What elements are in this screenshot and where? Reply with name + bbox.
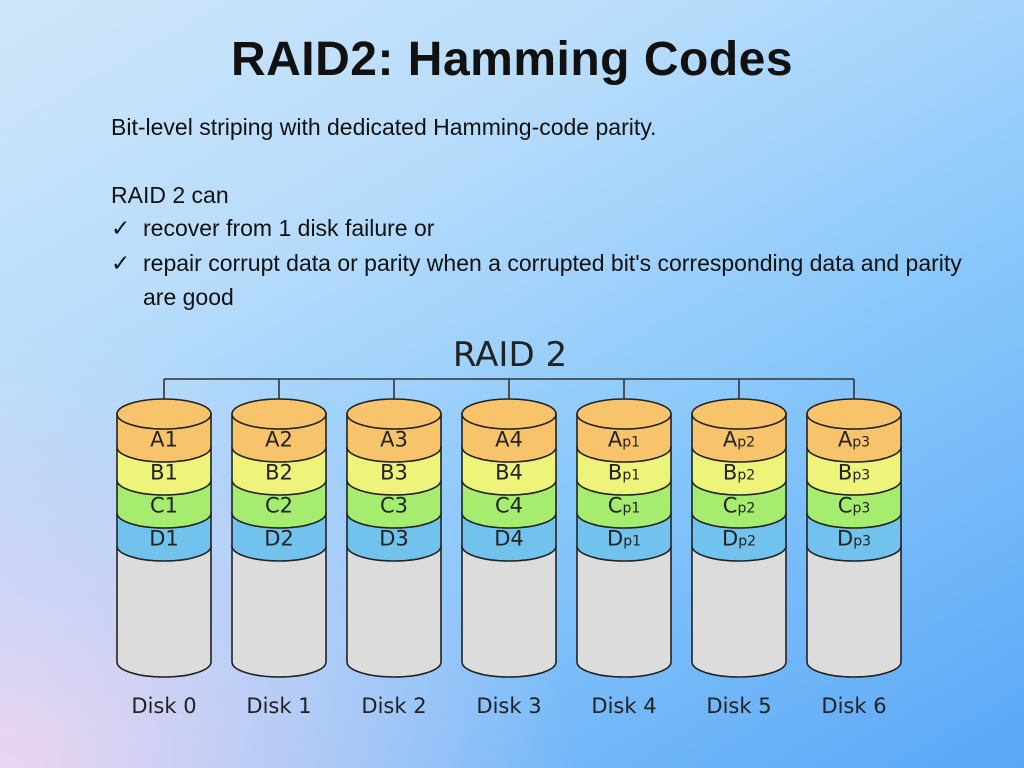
data-block: B2 (265, 461, 293, 485)
data-block: A2 (265, 428, 293, 452)
data-block: C4 (495, 494, 523, 518)
disk-label: Disk 0 (131, 694, 196, 718)
data-block: D3 (379, 527, 409, 551)
disk-label: Disk 4 (591, 694, 656, 718)
disk-label: Disk 2 (361, 694, 426, 718)
data-block: A4 (495, 428, 523, 452)
disk-body (807, 546, 901, 677)
disk-top (347, 399, 441, 429)
data-block: B1 (150, 461, 178, 485)
data-block: B3 (380, 461, 408, 485)
data-block: C3 (380, 494, 408, 518)
disk-top (692, 399, 786, 429)
disk-body (347, 546, 441, 677)
disk-body (692, 546, 786, 677)
data-block: C2 (265, 494, 293, 518)
data-block: D1 (149, 527, 179, 551)
disk-body (117, 546, 211, 677)
disk-label: Disk 3 (476, 694, 541, 718)
data-block: D2 (264, 527, 294, 551)
disk-label: Disk 5 (706, 694, 771, 718)
disk-body (577, 546, 671, 677)
disk-top (807, 399, 901, 429)
disk-top (577, 399, 671, 429)
disk-body (462, 546, 556, 677)
disk-label: Disk 6 (821, 694, 886, 718)
disk-label: Disk 1 (246, 694, 311, 718)
data-block: C1 (150, 494, 178, 518)
disk-top (232, 399, 326, 429)
controller-bus (164, 379, 854, 400)
data-block: B4 (495, 461, 523, 485)
data-block: D4 (494, 527, 524, 551)
data-block: A1 (150, 428, 178, 452)
data-block: A3 (380, 428, 408, 452)
disk-top (462, 399, 556, 429)
disk-body (232, 546, 326, 677)
diagram-title: RAID 2 (453, 335, 567, 375)
disk-top (117, 399, 211, 429)
